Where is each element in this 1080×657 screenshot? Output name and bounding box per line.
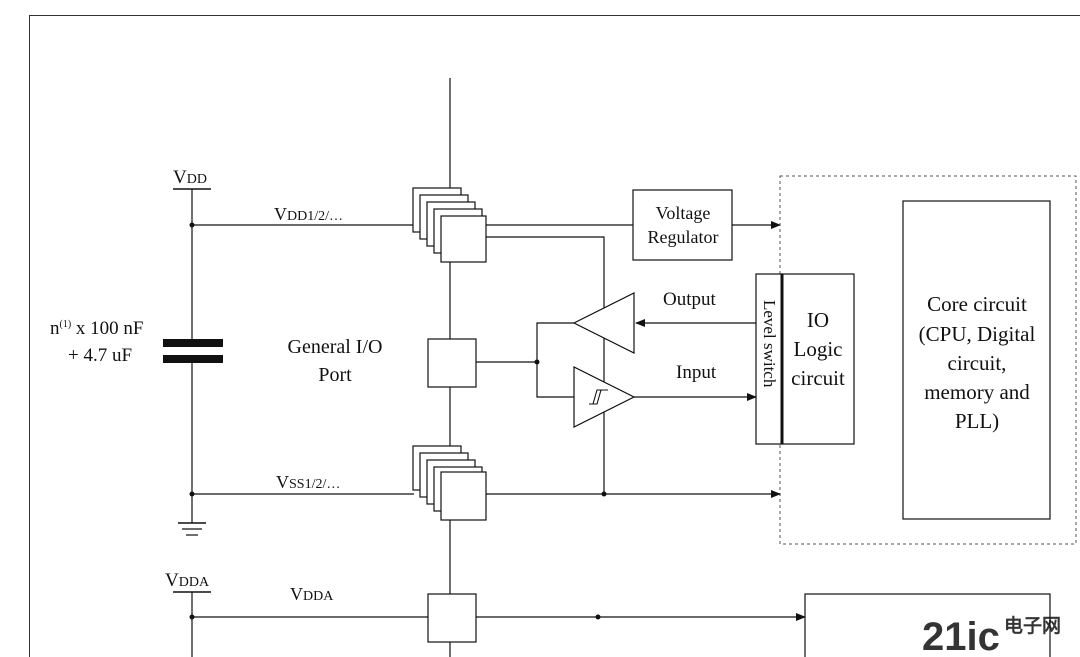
svg-text:21ic: 21ic	[922, 615, 1000, 657]
io-pad	[427, 338, 477, 388]
diagram-frame	[29, 15, 1080, 657]
vdd-supply	[173, 188, 211, 339]
core-label-5: PLL)	[955, 409, 999, 433]
vdd-rail-label: VDD1/2/…	[274, 204, 343, 224]
analog-block-box	[804, 593, 1051, 657]
vss-pad-stack	[412, 445, 487, 521]
io-logic-label-3: circuit	[791, 366, 845, 390]
voltage-regulator-box	[632, 189, 733, 261]
io-logic-label-1: IO	[807, 308, 829, 332]
svg-text:电子网: 电子网	[1004, 614, 1061, 637]
capacitor-value-line1: n(1) x 100 nF	[50, 318, 144, 339]
voltage-regulator-label-1: Voltage	[656, 203, 711, 223]
input-label: Input	[676, 362, 717, 383]
ground-icon	[178, 521, 206, 536]
io-logic-label-2: Logic	[794, 337, 843, 361]
vdda-supply	[173, 591, 211, 657]
vdd-label: VDD	[173, 167, 207, 188]
core-label-4: memory and	[924, 380, 1030, 404]
input-schmitt-buffer-icon	[573, 366, 636, 428]
level-switch-box	[755, 273, 783, 445]
schmitt-trigger-icon	[589, 389, 608, 405]
general-io-label-2: Port	[318, 364, 352, 386]
core-label-3: circuit,	[948, 351, 1007, 375]
output-label: Output	[663, 289, 717, 310]
core-label-2: (CPU, Digital	[919, 322, 1036, 346]
chip-core-dashed-box	[779, 175, 1077, 545]
io-logic-box	[781, 273, 855, 445]
vdda-rail-label: VDDA	[290, 584, 334, 604]
voltage-regulator-label-2: Regulator	[648, 227, 719, 247]
general-io-label-1: General I/O	[288, 336, 383, 358]
watermark-logo: 21ic 电子网	[922, 614, 1061, 657]
capacitor-value-line2: + 4.7 uF	[68, 345, 132, 366]
vdd-pad-stack	[412, 187, 487, 263]
output-buffer-icon	[572, 292, 635, 354]
vdda-pad	[427, 593, 477, 643]
core-label-1: Core circuit	[927, 292, 1027, 316]
level-switch-label: Level switch	[760, 300, 779, 388]
vdda-label: VDDA	[165, 570, 210, 591]
vdd-internal-wire	[486, 236, 605, 494]
core-circuit-box	[902, 200, 1051, 520]
vss-rail-label: VSS1/2/…	[276, 472, 340, 492]
